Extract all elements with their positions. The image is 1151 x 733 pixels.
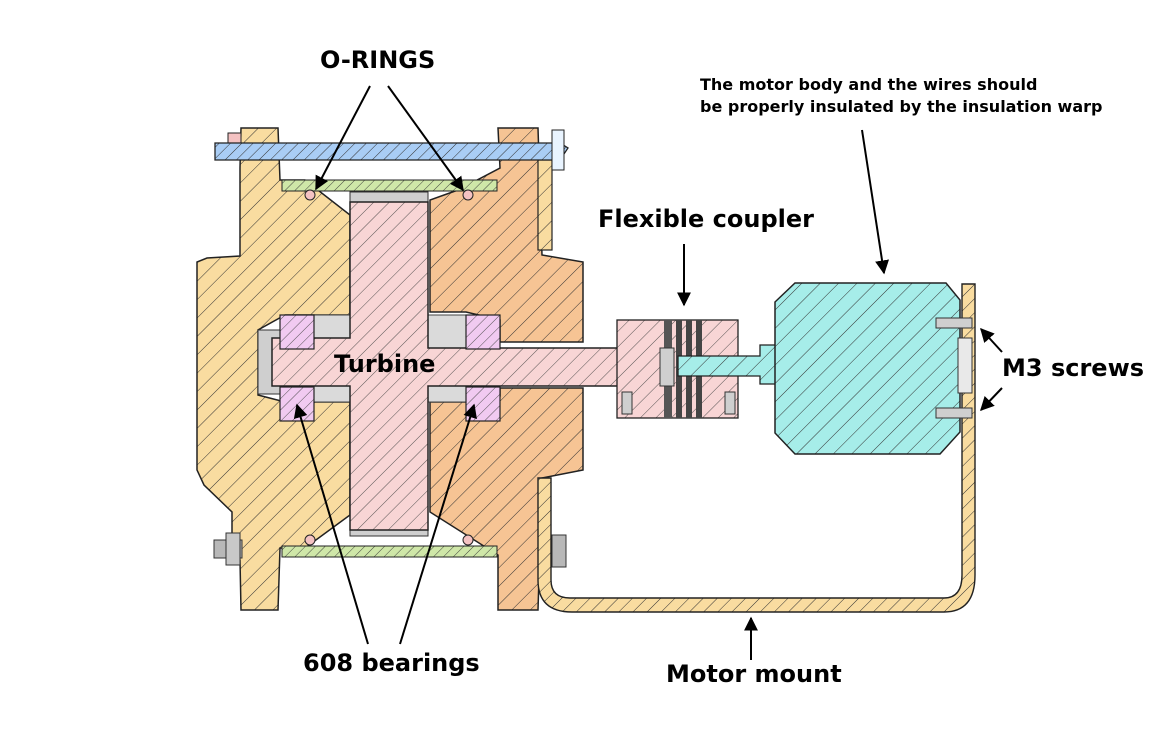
label-motor-note-line1: The motor body and the wires should <box>700 75 1038 94</box>
m3-screws <box>935 317 973 419</box>
turbine-rotor <box>271 201 666 531</box>
label-flexible-coupler: Flexible coupler <box>598 205 814 233</box>
long-bolt <box>214 129 569 171</box>
leader-lines <box>293 85 1003 660</box>
bottom-bolts <box>213 532 567 568</box>
label-motor-mount: Motor mount <box>666 660 842 688</box>
o-rings <box>304 189 474 546</box>
label-turbine: Turbine <box>334 350 436 378</box>
motor <box>677 282 961 455</box>
label-motor-note-line2: be properly insulated by the insulation … <box>700 97 1103 116</box>
label-m3-screws: M3 screws <box>1002 354 1145 382</box>
label-o-rings: O-RINGS <box>320 46 436 74</box>
motor-mount-bracket <box>537 283 976 613</box>
bottom-sleeve <box>281 545 498 558</box>
top-sleeve <box>281 179 498 192</box>
label-608-bearings: 608 bearings <box>303 649 480 677</box>
